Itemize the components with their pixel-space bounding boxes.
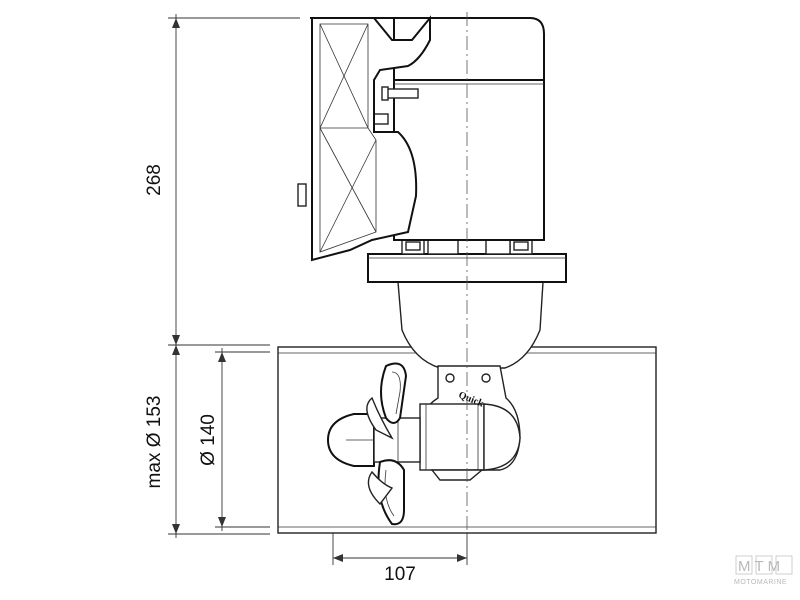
motomarine-watermark: MTM MOTOMARINE: [734, 555, 793, 586]
electric-motor: [310, 17, 545, 241]
propeller: [326, 362, 421, 526]
dimension-height-label: 268: [144, 164, 165, 196]
dimension-propeller-offset-label: 107: [384, 564, 416, 585]
control-box: [297, 15, 431, 262]
dimension-tube-diameter-label: Ø 140: [198, 414, 219, 466]
watermark-word: MOTOMARINE: [734, 579, 787, 586]
watermark-letters: MTM: [738, 558, 784, 575]
gear-pod: [419, 365, 521, 481]
dimension-max-diameter-label: max Ø 153: [144, 396, 165, 489]
gear-leg: [397, 281, 544, 369]
dimension-lines: [168, 14, 468, 565]
